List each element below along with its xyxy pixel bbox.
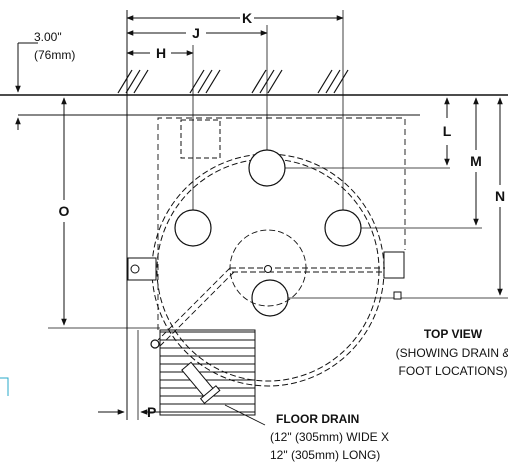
vertical-dimensions-right: [267, 94, 508, 299]
top-view-line1: (SHOWING DRAIN &: [396, 346, 508, 360]
dim-j-label: J: [192, 25, 200, 41]
dim-p-label: P: [147, 404, 156, 420]
floor-drain-line1: (12" (305mm) WIDE X: [270, 430, 389, 444]
dim-h-label: H: [156, 45, 166, 61]
dim-n-label: N: [495, 188, 505, 204]
offset-label-line2: (76mm): [34, 48, 75, 62]
foot-right: [324, 209, 362, 247]
left-mounting-tab: [127, 257, 157, 281]
dim-l-label: L: [443, 123, 452, 139]
floor-drain-title: FLOOR DRAIN: [276, 412, 359, 426]
horizontal-dimensions: [126, 10, 344, 420]
floor-drain-line2: 12" (305mm) LONG): [270, 448, 380, 462]
floor-drain: [159, 329, 256, 416]
foot-locations: [174, 149, 362, 317]
foot-top: [248, 149, 286, 187]
wall-hatching: [0, 69, 508, 116]
top-view-title: TOP VIEW: [424, 327, 483, 341]
top-view-line2: FOOT LOCATIONS): [399, 364, 508, 378]
dim-o-label: O: [59, 203, 70, 219]
offset-dimension: [15, 42, 38, 130]
dim-p-line: [98, 330, 160, 420]
offset-label-line1: 3.00": [34, 30, 62, 44]
edge-mark: [0, 377, 9, 396]
foot-center: [251, 279, 289, 317]
foot-left: [174, 209, 212, 247]
dashed-enclosure: [157, 117, 406, 330]
right-mounting-tab: [383, 251, 405, 300]
dim-m-label: M: [470, 153, 482, 169]
dim-k-label: K: [242, 10, 252, 26]
dim-o-line: [48, 97, 160, 329]
drain-line: [150, 265, 385, 349]
control-box: [180, 119, 221, 159]
